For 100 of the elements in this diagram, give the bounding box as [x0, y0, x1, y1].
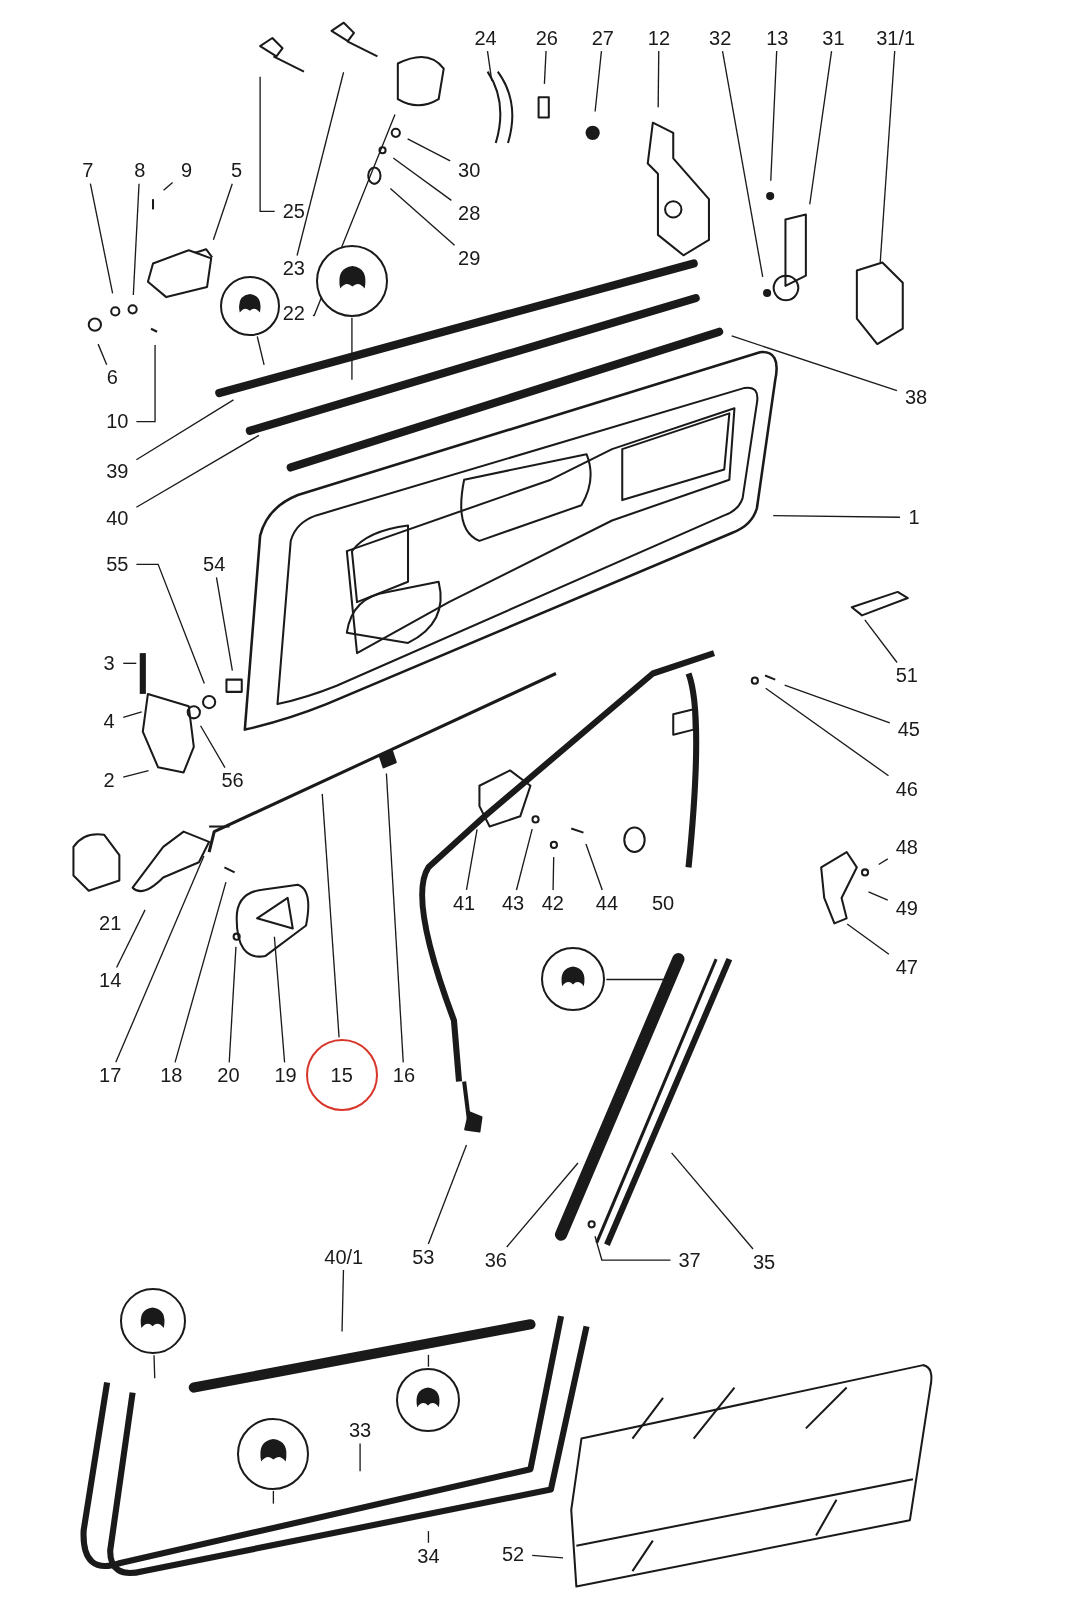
callout-number: 20	[211, 1064, 246, 1087]
leader-line	[506, 1162, 579, 1248]
callout-number: 52	[496, 1542, 531, 1565]
leader-line	[215, 576, 234, 672]
callout-number: 50	[650, 891, 676, 914]
callout-number: 51	[889, 664, 924, 687]
callout-number: 24	[468, 26, 503, 49]
leader-line	[135, 434, 260, 508]
leader-line	[296, 71, 345, 257]
callout-number: 25	[276, 200, 311, 223]
leader-line	[153, 1354, 156, 1379]
leader-line	[385, 772, 404, 1064]
leader-line	[135, 399, 235, 461]
leader-line	[731, 335, 898, 392]
leader-line	[657, 50, 660, 109]
callout-number: 48	[889, 835, 924, 858]
callout-number: 26	[529, 26, 564, 49]
leader-line	[259, 76, 276, 213]
leader-line	[89, 183, 114, 294]
callout-number: 21	[98, 912, 123, 935]
callout-number: 42	[535, 891, 570, 914]
leader-line	[531, 1554, 564, 1559]
leader-line	[772, 514, 901, 518]
leader-line	[585, 843, 603, 891]
leader-line	[427, 1354, 430, 1368]
leader-line	[721, 50, 764, 278]
callout-number: 8	[127, 159, 152, 182]
leader-line	[427, 1144, 468, 1245]
callout-number: 12	[641, 26, 676, 49]
callout-number: 43	[496, 891, 531, 914]
leader-line	[670, 1152, 754, 1250]
leader-line	[132, 183, 140, 296]
callout-number: 2	[97, 769, 122, 792]
leader-line	[878, 858, 889, 866]
callout-number: 5	[224, 159, 249, 182]
leader-line	[273, 936, 286, 1064]
callout-number: 41	[447, 891, 482, 914]
leader-line	[765, 687, 890, 777]
leader-line	[122, 769, 150, 778]
callout-number: 9	[174, 159, 199, 182]
callout-number: 40/1	[312, 1245, 375, 1268]
callout-number: 38	[899, 385, 933, 408]
leader-line	[97, 343, 108, 366]
leader-line	[515, 828, 533, 891]
callout-number: 18	[154, 1064, 189, 1087]
callout-number: 55	[100, 553, 135, 576]
leader-line	[115, 909, 146, 969]
callout-number: 45	[891, 718, 926, 741]
callout-number: 29	[452, 247, 487, 270]
callout-number: 56	[215, 769, 250, 792]
leader-line	[846, 923, 890, 955]
leader-line	[864, 619, 898, 664]
leader-line	[392, 157, 453, 202]
leader-line	[783, 684, 891, 724]
leader-line	[465, 828, 478, 891]
callout-number: 14	[93, 969, 128, 992]
leader-line	[341, 1269, 345, 1333]
callout-number: 1	[902, 506, 926, 529]
leader-line	[174, 881, 227, 1064]
leader-line	[122, 662, 137, 664]
callout-number: 54	[197, 553, 232, 576]
leader-line	[486, 50, 493, 82]
callout-number: 22	[276, 302, 311, 325]
leader-line	[879, 50, 896, 264]
callout-number: 23	[276, 257, 311, 280]
leader-line	[135, 563, 205, 685]
callout-number: 34	[411, 1544, 446, 1567]
leader-line	[770, 50, 778, 182]
callout-number: 28	[452, 202, 487, 225]
leader-line	[162, 181, 174, 191]
callout-number: 36	[478, 1248, 513, 1271]
leader-line	[212, 183, 233, 241]
callout-number: 10	[100, 410, 135, 433]
callout-number: 4	[97, 710, 122, 733]
callout-number: 39	[100, 460, 135, 483]
leader-line	[228, 946, 237, 1064]
leader-line	[321, 793, 340, 1039]
leader-line	[867, 891, 889, 901]
callout-number: 40	[100, 507, 135, 530]
leader-line	[552, 856, 555, 891]
leader-line	[115, 855, 205, 1064]
callout-number: 33	[343, 1419, 378, 1442]
callout-number: 17	[93, 1064, 128, 1087]
callout-number: 37	[672, 1248, 707, 1271]
leader-line	[809, 50, 833, 206]
callout-number: 3	[97, 652, 122, 675]
callout-number: 47	[889, 956, 924, 979]
callout-number: 46	[889, 777, 924, 800]
leader-line	[594, 1235, 672, 1261]
leader-line	[359, 1442, 361, 1472]
callout-number: 7	[75, 159, 100, 182]
leader-line	[427, 1530, 430, 1544]
callout-number: 31/1	[864, 26, 927, 49]
callout-number: 31	[816, 26, 851, 49]
leader-line	[135, 344, 156, 423]
leader-line	[256, 335, 265, 366]
callout-number: 13	[760, 26, 795, 49]
leader-line	[543, 50, 547, 85]
callout-number: 32	[703, 26, 738, 49]
leader-line	[272, 1490, 275, 1505]
